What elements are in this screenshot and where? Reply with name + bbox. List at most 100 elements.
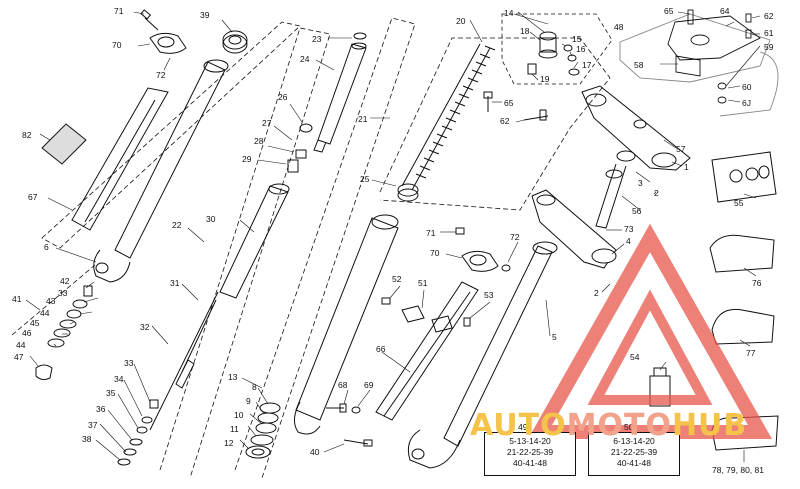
callout-76: 76 xyxy=(752,278,762,288)
callout-33-mid: 33 xyxy=(124,358,134,368)
bolts-68-69-40 xyxy=(326,403,373,447)
top-clamp-58-64 xyxy=(619,9,779,117)
kit-49-line-3: 40-41-48 xyxy=(512,458,548,468)
callout-24: 24 xyxy=(300,54,310,64)
dashed-frame-left xyxy=(41,21,301,249)
callout-62-mid: 62 xyxy=(500,116,510,126)
callout-57: 57 xyxy=(676,144,686,154)
tube-30 xyxy=(219,183,290,299)
callout-25: 25 xyxy=(360,174,370,184)
damper-rod-24 xyxy=(313,32,367,153)
reflector-82 xyxy=(41,123,87,165)
callout-40: 40 xyxy=(310,447,320,457)
callout-51: 51 xyxy=(418,278,428,288)
triple-clamp-1 xyxy=(581,85,691,171)
callout-2-upper: 2 xyxy=(654,188,659,198)
callout-62-top: 62 xyxy=(764,11,774,21)
valve-parts-33-38 xyxy=(117,399,159,466)
kit-50-line-1: 6-13-14-20 xyxy=(613,436,655,446)
callout-27: 27 xyxy=(262,118,272,128)
oil-bottle-54 xyxy=(649,367,671,407)
cap-assembly-14-19 xyxy=(527,31,580,76)
callout-31: 31 xyxy=(170,278,180,288)
callout-63: 6J xyxy=(742,98,751,108)
callout-11: 11 xyxy=(230,424,239,434)
callout-43: 43 xyxy=(46,296,56,306)
slider-tube-13 xyxy=(294,214,399,435)
callout-14: 14 xyxy=(504,8,514,18)
dashed-frame-spring xyxy=(379,37,611,211)
callout-4: 4 xyxy=(626,236,631,246)
callout-82: 82 xyxy=(22,130,32,140)
callout-34: 34 xyxy=(114,374,124,384)
kit-50-line-2: 21-22-25-39 xyxy=(610,447,658,457)
watermark-part-auto: AUTO xyxy=(470,408,567,443)
callout-77: 77 xyxy=(746,348,756,358)
callout-67: 67 xyxy=(28,192,38,202)
callout-38: 38 xyxy=(82,434,92,444)
dashed-frame-cap-48 xyxy=(501,13,613,85)
kit-49-line-2: 21-22-25-39 xyxy=(506,447,554,457)
kit-49-box: 5-13-14-20 21-22-25-39 40-41-48 xyxy=(484,432,576,476)
callout-37: 37 xyxy=(88,420,98,430)
callout-68: 68 xyxy=(338,380,348,390)
fork-guard-66 xyxy=(375,281,479,421)
callout-73: 73 xyxy=(624,224,634,234)
watermark-part-hub: HUB xyxy=(671,408,748,443)
guard-bracket-51-53 xyxy=(381,297,471,333)
callout-46: 46 xyxy=(22,328,32,338)
outer-tube-6 xyxy=(93,59,229,283)
kit-49-line-1: 5-13-14-20 xyxy=(509,436,551,446)
callout-17: 17 xyxy=(582,60,592,70)
callout-52: 52 xyxy=(392,274,402,284)
callout-8: 8 xyxy=(252,382,257,392)
kit-50-label: 50 xyxy=(624,422,634,432)
callout-53: 53 xyxy=(484,290,494,300)
kit-50-box: 6-13-14-20 21-22-25-39 40-41-48 xyxy=(588,432,680,476)
rod-31-32 xyxy=(149,291,219,431)
callout-65-mid: 65 xyxy=(504,98,514,108)
callout-58: 58 xyxy=(634,60,644,70)
callout-21: 21 xyxy=(358,114,368,124)
callout-59: 59 xyxy=(764,42,774,52)
callout-70: 70 xyxy=(112,40,122,50)
callout-15: 15 xyxy=(572,34,582,44)
callout-42: 42 xyxy=(60,276,70,286)
kit-78-81-label: 78, 79, 80, 81 xyxy=(712,465,764,475)
callout-2-lower: 2 xyxy=(594,288,599,298)
callout-71: 71 xyxy=(114,6,124,16)
bushings-26-29 xyxy=(287,123,313,173)
callout-19: 19 xyxy=(540,74,550,84)
callout-45: 45 xyxy=(30,318,40,328)
callout-70-lower: 70 xyxy=(430,248,440,258)
dashed-frame-slider xyxy=(234,17,416,479)
dashed-frame-left-lower xyxy=(11,264,96,336)
callout-20: 20 xyxy=(456,16,466,26)
callout-18: 18 xyxy=(520,26,530,36)
callout-3: 3 xyxy=(638,178,643,188)
callout-30: 30 xyxy=(206,214,216,224)
callout-26: 26 xyxy=(278,92,288,102)
callout-1: 1 xyxy=(684,162,689,172)
callout-65-top: 65 xyxy=(664,6,674,16)
callout-28: 28 xyxy=(254,136,264,146)
callout-36: 36 xyxy=(96,404,106,414)
callout-60: 60 xyxy=(742,82,752,92)
seals-8-12 xyxy=(245,402,281,459)
callout-29: 29 xyxy=(242,154,252,164)
clamp-70-top xyxy=(140,9,187,54)
kit-50-line-3: 40-41-48 xyxy=(616,458,652,468)
steering-stem-56 xyxy=(595,150,636,229)
watermark-triangle xyxy=(527,223,773,439)
callout-22: 22 xyxy=(172,220,182,230)
pad-55 xyxy=(711,151,777,203)
kit-49-label: 49 xyxy=(518,422,528,432)
ring-39 xyxy=(222,30,248,54)
pad-77 xyxy=(711,308,775,345)
bolts-65-62 xyxy=(483,91,549,121)
callout-71-lower: 71 xyxy=(426,228,436,238)
callout-69: 69 xyxy=(364,380,374,390)
callout-54: 54 xyxy=(630,352,640,362)
callout-47: 47 xyxy=(14,352,24,362)
